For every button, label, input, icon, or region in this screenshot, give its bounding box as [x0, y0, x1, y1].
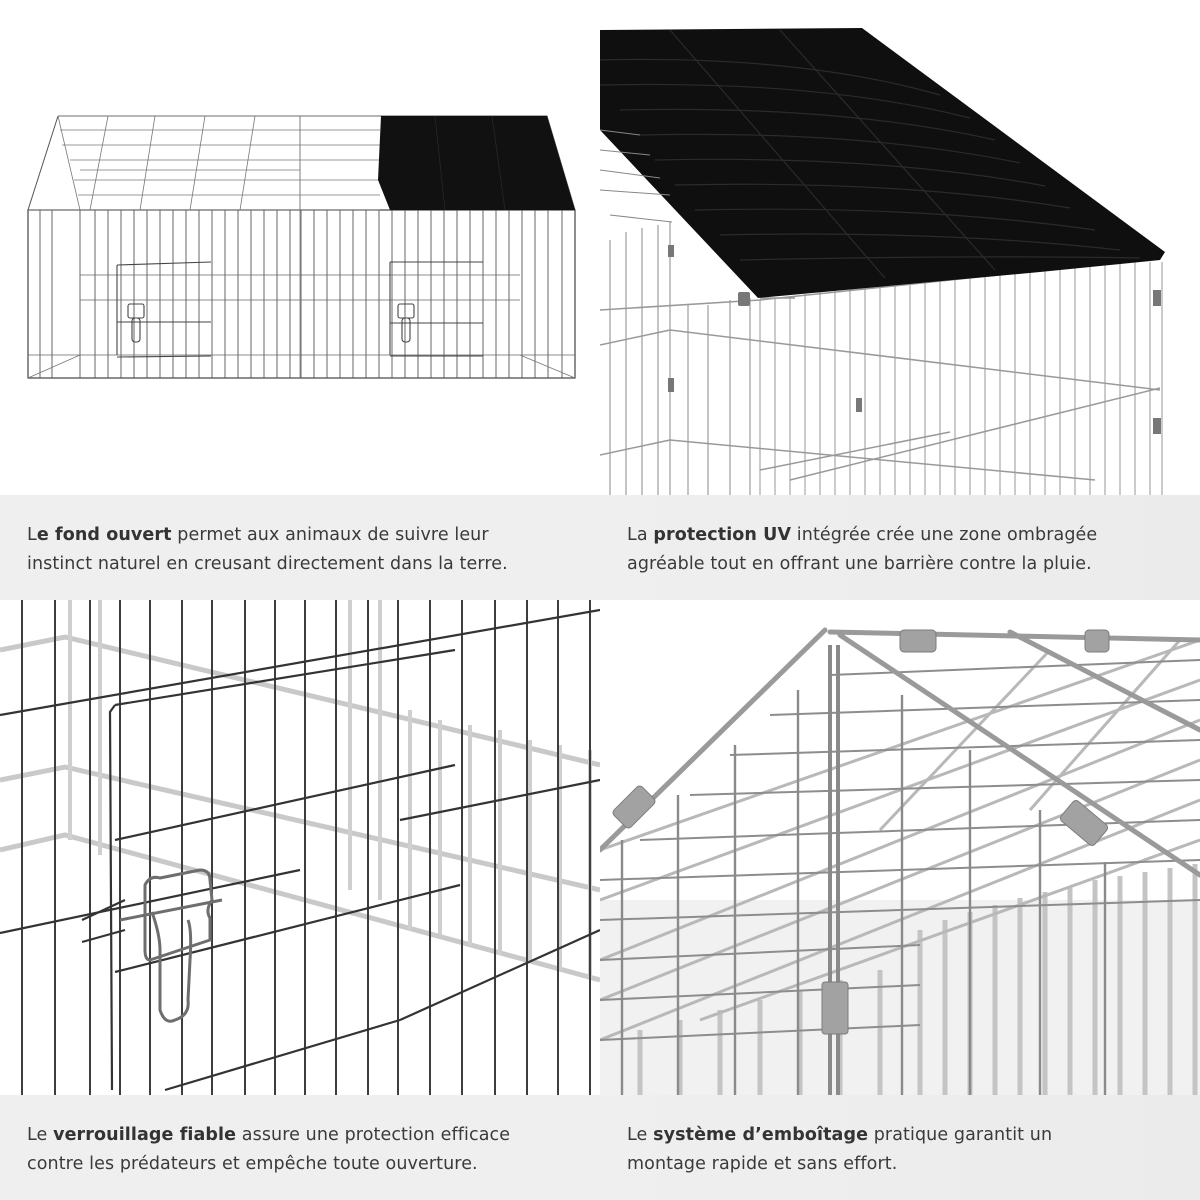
caption-line-2: contre les prédateurs et empêche toute o… [27, 1154, 478, 1174]
caption-line-2: montage rapide et sans effort. [627, 1154, 898, 1174]
panel-click-system: Le système d’emboîtage pratique garantit… [600, 600, 1200, 1200]
caption-rest: assure une protection efficace [236, 1125, 511, 1145]
caption-line-1: Le verrouillage fiable assure une protec… [27, 1121, 590, 1150]
caption-line-2: instinct naturel en creusant directement… [27, 554, 508, 574]
caption-prefix: Le [27, 1125, 54, 1145]
caption-line-1: La protection UV intégrée crée une zone … [627, 521, 1190, 550]
panel-reliable-lock: Le verrouillage fiable assure une protec… [0, 600, 600, 1200]
caption-highlight: e fond ouvert [36, 525, 172, 545]
caption-highlight: protection UV [653, 525, 792, 545]
caption-line-1: Le système d’emboîtage pratique garantit… [627, 1121, 1190, 1150]
panel-uv-protection: La protection UV intégrée crée une zone … [600, 0, 1200, 600]
cage-overview-illustration [27, 115, 576, 379]
caption-highlight: verrouillage fiable [53, 1125, 237, 1145]
roof-connector-image [600, 600, 1200, 1095]
roof-connector-illustration [600, 627, 1200, 1095]
caption-prefix: Le [627, 1125, 654, 1145]
cage-overview-image [0, 0, 600, 495]
caption-uv-protection: La protection UV intégrée crée une zone … [600, 495, 1200, 600]
caption-line-2: agréable tout en offrant une barrière co… [627, 554, 1092, 574]
uv-roof-illustration [600, 28, 1165, 495]
caption-line-1: Le fond ouvert permet aux animaux de sui… [27, 521, 590, 550]
caption-reliable-lock: Le verrouillage fiable assure une protec… [0, 1095, 600, 1200]
caption-click-system: Le système d’emboîtage pratique garantit… [600, 1095, 1200, 1200]
caption-rest: pratique garantit un [868, 1125, 1053, 1145]
caption-highlight: système d’emboîtage [653, 1125, 869, 1145]
panel-open-bottom: Le fond ouvert permet aux animaux de sui… [0, 0, 600, 600]
caption-prefix: La [627, 525, 654, 545]
caption-rest: intégrée crée une zone ombragée [791, 525, 1098, 545]
door-latch-image [0, 600, 600, 1095]
caption-prefix: L [27, 525, 37, 545]
door-latch-illustration [0, 600, 600, 1095]
caption-open-bottom: Le fond ouvert permet aux animaux de sui… [0, 495, 600, 600]
uv-roof-image [600, 0, 1200, 495]
caption-rest: permet aux animaux de suivre leur [171, 525, 489, 545]
